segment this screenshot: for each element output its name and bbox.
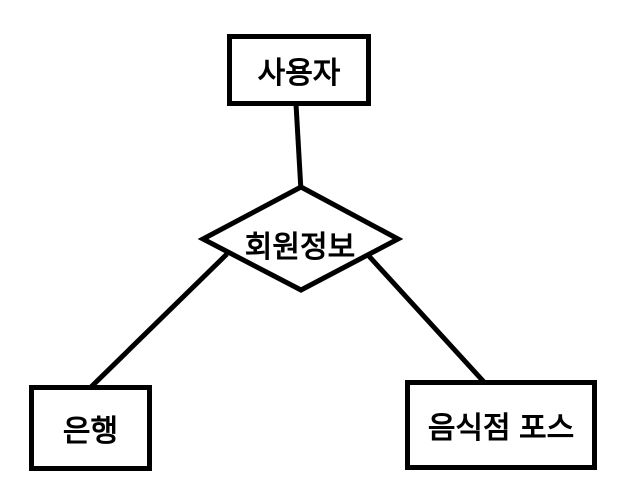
- node-member-info-label: 회원정보: [244, 231, 356, 264]
- edge-user-memberinfo: [293, 103, 304, 192]
- edge-memberinfo-bank: [89, 252, 229, 389]
- node-user-label: 사용자: [257, 57, 341, 90]
- node-user: 사용자: [227, 34, 371, 106]
- edge-memberinfo-restaurantpos: [365, 252, 486, 384]
- node-restaurant-pos: 음식점 포스: [405, 380, 597, 470]
- node-bank-label: 은행: [62, 415, 119, 448]
- node-restaurant-pos-label: 음식점 포스: [427, 412, 575, 445]
- node-bank: 은행: [29, 385, 152, 471]
- member-info-diamond-shape: [197, 184, 404, 293]
